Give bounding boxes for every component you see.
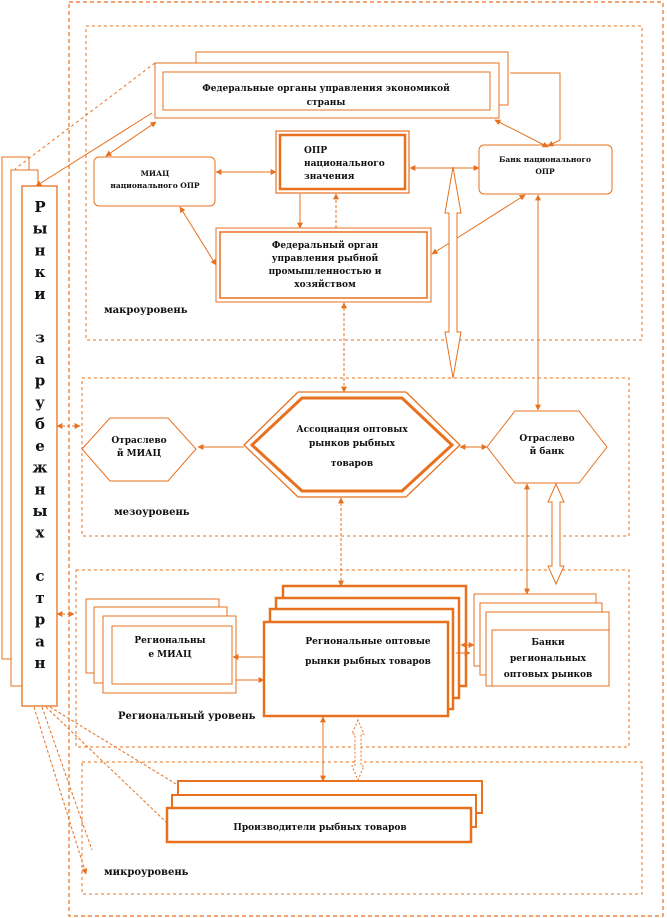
regional-banks-line-1: Банки [531, 638, 565, 648]
sector-bank-line-1: Отраслево [519, 434, 574, 444]
regional-miac-node: Региональны е МИАЦ [85, 598, 237, 694]
meso-regional-double-arrow [547, 482, 565, 586]
side-letter: ы [32, 220, 47, 238]
regional-markets-node: Региональные оптовые рынки рыбных товаро… [262, 584, 468, 718]
side-letter: к [35, 263, 46, 281]
bank-national-line-2: ОПР [535, 167, 555, 176]
connectors [14, 62, 561, 875]
side-letter: н [35, 241, 46, 259]
bank-national-line-1: Банк национального [499, 155, 591, 164]
sector-miac-line-2: й МИАЦ [117, 448, 162, 459]
sector-bank-node: Отраслево й банк [486, 410, 608, 484]
side-letter: х [36, 524, 46, 542]
side-letter: р [35, 372, 46, 390]
regional-micro-dashed-arrow [351, 718, 365, 782]
federal-economy-line-2: страны [307, 98, 346, 108]
opr-national-line-1: ОПР [304, 146, 327, 156]
regional-level-label: Региональный уровень [118, 711, 256, 722]
federal-fish-line-3: промышленностью и [269, 267, 382, 277]
regional-banks-line-2: региональных [510, 654, 587, 664]
side-letter: а [35, 632, 45, 650]
macro-meso-double-arrow [444, 166, 462, 379]
opr-national-line-3: значения [304, 172, 355, 182]
side-letter: ж [32, 459, 47, 477]
miac-national-node: МИАЦ национального ОПР [93, 156, 216, 207]
association-node: Ассоциация оптовых рынков рыбных товаров [243, 391, 461, 498]
sector-miac-line-1: Отраслево [111, 436, 166, 446]
association-line-3: товаров [331, 459, 373, 469]
macro-level-zone [85, 25, 643, 341]
side-letter: з [35, 328, 45, 346]
bank-national-node: Банк национального ОПР [478, 144, 613, 195]
meso-level-zone [81, 377, 630, 537]
regional-banks-node: Банки региональных оптовых рынков [473, 593, 610, 687]
association-line-2: рынков рыбных [309, 438, 396, 449]
regional-miac-line-1: Региональны [134, 636, 205, 646]
regional-banks-line-3: оптовых рынков [504, 670, 593, 680]
association-line-1: Ассоциация оптовых [296, 425, 408, 435]
federal-economy-line-1: Федеральные органы управления экономикой [202, 83, 450, 94]
micro-level-label: микроуровень [104, 867, 189, 878]
miac-national-line-1: МИАЦ [141, 169, 170, 178]
regional-markets-line-2: рынки рыбных товаров [305, 656, 431, 667]
side-letter: т [35, 589, 44, 607]
regional-level-zone [75, 569, 630, 748]
side-letter: Р [34, 198, 45, 216]
sector-bank-line-2: й банк [530, 446, 565, 457]
miac-national-line-2: национального ОПР [110, 181, 199, 190]
federal-fish-line-4: хозяйством [294, 279, 356, 290]
macro-level-label: макроуровень [104, 305, 188, 316]
side-letter: н [35, 654, 46, 672]
side-letter: н [35, 480, 46, 498]
producers-label: Производители рыбных товаров [233, 822, 406, 833]
federal-fish-node: Федеральный орган управления рыбной пром… [215, 227, 432, 303]
federal-fish-line-1: Федеральный орган [272, 240, 379, 251]
sector-miac-node: Отраслево й МИАЦ [81, 417, 197, 482]
side-letter: е [35, 437, 45, 455]
side-letter: а [35, 350, 45, 368]
meso-level-label: мезоуровень [114, 507, 190, 518]
side-letter: с [35, 567, 44, 585]
micro-level-zone [81, 761, 643, 895]
regional-miac-line-2: е МИАЦ [148, 650, 192, 660]
side-letter: у [35, 393, 45, 411]
side-letter: р [35, 611, 46, 629]
opr-national-node: ОПР национального значения [275, 130, 410, 194]
side-letter: б [35, 415, 45, 433]
federal-economy-node: Федеральные органы управления экономикой… [154, 51, 509, 119]
opr-national-line-2: национального [304, 159, 385, 169]
side-letter: и [34, 285, 45, 303]
side-letter: ы [32, 502, 47, 520]
producers-node: Производители рыбных товаров [165, 780, 483, 844]
federal-fish-line-2: управления рыбной [272, 253, 379, 264]
outer-frame [68, 1, 664, 917]
regional-markets-line-1: Региональные оптовые [305, 637, 430, 647]
